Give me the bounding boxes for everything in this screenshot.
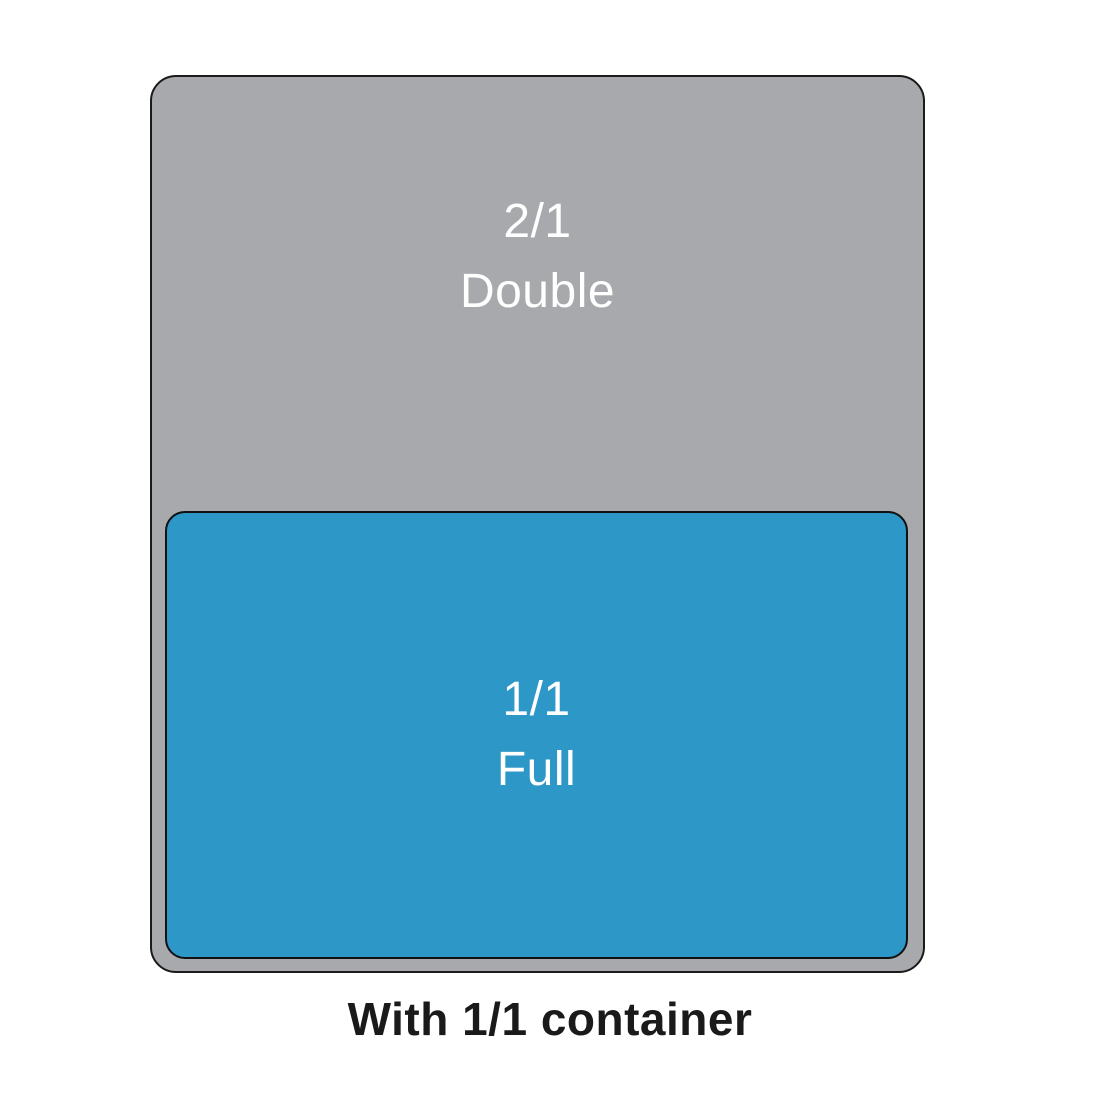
diagram-caption: With 1/1 container (347, 993, 753, 1045)
inner-pan-size-label: 1/1 (502, 673, 571, 727)
inner-pan-label: 1/1 Full (497, 665, 576, 804)
inner-pan-1-1-full: 1/1 Full (165, 511, 908, 959)
outer-pan-size-label: 2/1 (503, 195, 572, 248)
outer-pan-label: 2/1 Double (152, 187, 923, 326)
outer-pan-2-1-double: 2/1 Double 1/1 Full (150, 75, 925, 973)
outer-pan-name-label: Double (459, 264, 616, 318)
inner-pan-name-label: Full (496, 743, 577, 796)
